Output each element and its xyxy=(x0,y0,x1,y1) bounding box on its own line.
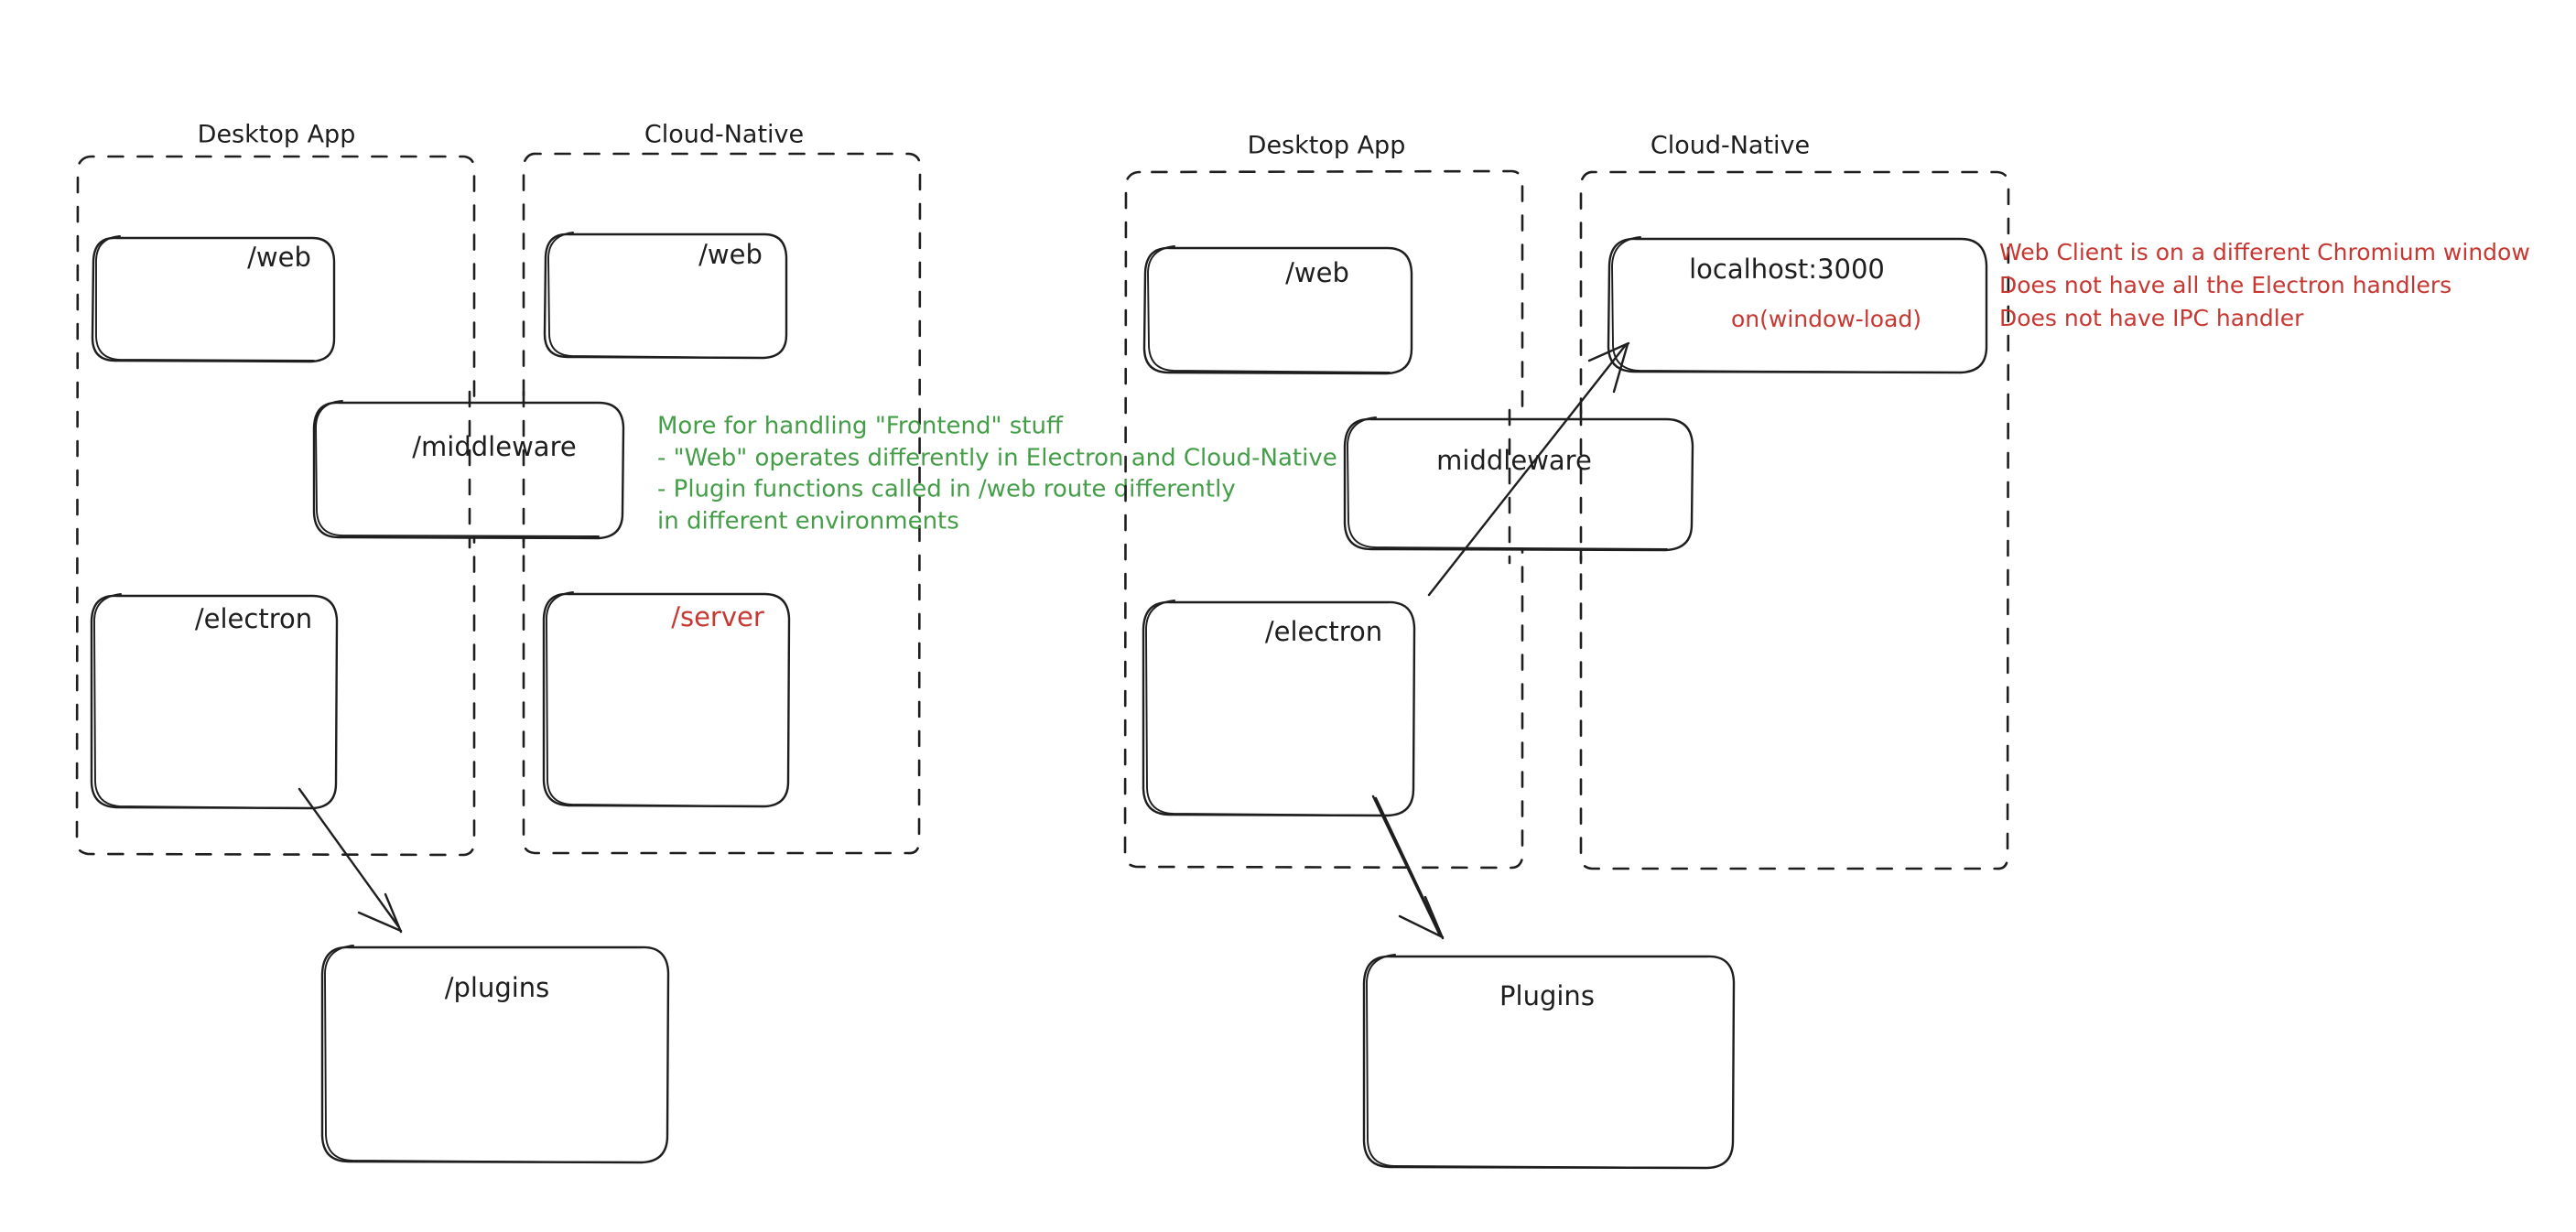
right-group-desktop-app[interactable]: Desktop App xyxy=(1123,132,1524,870)
right-node-web-desktop[interactable]: /web xyxy=(1142,245,1413,375)
left-note-green-line-4: in different environments xyxy=(657,508,959,535)
right-node-label-web-desktop: /web xyxy=(1285,257,1349,288)
right-arrow-electron-to-plugins xyxy=(1371,794,1445,940)
right-arrow-electron-to-localhost xyxy=(1427,341,1630,597)
left-group-cloud-native[interactable]: Cloud-Native xyxy=(522,121,922,855)
right-note-red-line-1: Web Client is on a different Chromium wi… xyxy=(1999,239,2530,265)
right-node-sublabel-on-window-load: on(window-load) xyxy=(1731,306,1921,332)
right-node-electron[interactable]: /electron xyxy=(1142,600,1416,817)
right-group-label-desktop-app: Desktop App xyxy=(1248,132,1406,160)
left-node-label-plugins: /plugins xyxy=(445,972,550,1003)
left-node-web-cloud[interactable]: /web xyxy=(543,232,788,360)
left-node-label-server: /server xyxy=(671,601,764,632)
left-node-label-electron: /electron xyxy=(195,603,312,634)
left-node-label-web-desktop: /web xyxy=(247,242,311,273)
right-group-cloud-native[interactable]: Cloud-Native xyxy=(1579,132,2010,870)
left-node-label-web-cloud: /web xyxy=(698,239,763,270)
right-node-label-electron: /electron xyxy=(1265,616,1382,647)
right-node-localhost[interactable]: localhost:3000 on(window-load) xyxy=(1607,236,1988,374)
left-note-green-line-2: - "Web" operates differently in Electron… xyxy=(657,445,1337,472)
left-note-green-line-1: More for handling "Frontend" stuff xyxy=(657,413,1064,440)
right-note-red-line-2: Does not have all the Electron handlers xyxy=(1999,272,2452,298)
right-note-red-line-3: Does not have IPC handler xyxy=(1999,305,2304,331)
right-node-label-middleware: middleware xyxy=(1436,445,1592,476)
right-node-plugins[interactable]: Plugins xyxy=(1362,954,1736,1170)
left-node-server[interactable]: /server xyxy=(542,591,791,808)
left-node-web-desktop[interactable]: /web xyxy=(91,235,336,363)
left-node-middleware[interactable]: /middleware xyxy=(312,400,625,540)
left-note-green-line-3: - Plugin functions called in /web route … xyxy=(657,476,1236,503)
right-note-red: Web Client is on a different Chromium wi… xyxy=(1999,239,2530,331)
right-node-label-localhost: localhost:3000 xyxy=(1689,254,1885,285)
left-node-electron[interactable]: /electron xyxy=(90,593,339,810)
right-group-label-cloud-native: Cloud-Native xyxy=(1651,132,1810,160)
left-group-desktop-app[interactable]: Desktop App xyxy=(75,121,476,857)
left-note-green: More for handling "Frontend" stuff - "We… xyxy=(657,413,1337,535)
left-node-label-middleware: /middleware xyxy=(412,431,576,462)
right-node-middleware[interactable]: middleware xyxy=(1343,416,1694,552)
left-group-label-cloud-native: Cloud-Native xyxy=(644,121,804,149)
right-node-label-plugins: Plugins xyxy=(1499,980,1595,1011)
left-arrow-electron-to-plugins xyxy=(298,787,403,934)
left-node-plugins[interactable]: /plugins xyxy=(320,945,670,1164)
left-group-label-desktop-app: Desktop App xyxy=(198,121,356,149)
